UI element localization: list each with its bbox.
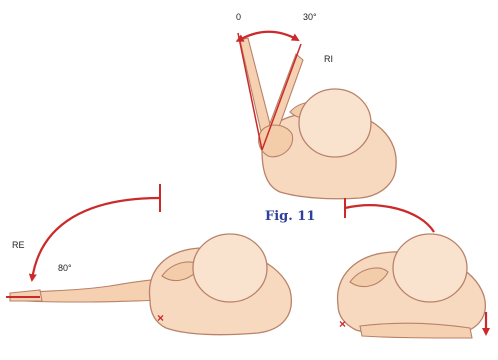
label-ri: RI [324, 54, 333, 64]
figure-label: Fig. 11 [265, 209, 315, 224]
label-0: 0 [236, 12, 241, 22]
bl-head [193, 234, 267, 302]
bottom-left-figure: × RE 80° [6, 184, 291, 335]
bl-rotation-arrow [32, 198, 160, 280]
top-figure: 0 30° RI [236, 12, 396, 199]
bottom-right-figure: × [338, 198, 486, 338]
br-head [393, 234, 467, 302]
label-80: 80° [58, 263, 72, 273]
bl-marker: × [157, 311, 164, 325]
label-re: RE [12, 240, 25, 250]
top-angle-arrow [241, 32, 298, 40]
bl-hand [10, 290, 42, 301]
br-marker: × [339, 317, 346, 331]
top-head [299, 89, 371, 157]
label-30: 30° [303, 12, 317, 22]
br-rotation-arrow [345, 205, 434, 232]
